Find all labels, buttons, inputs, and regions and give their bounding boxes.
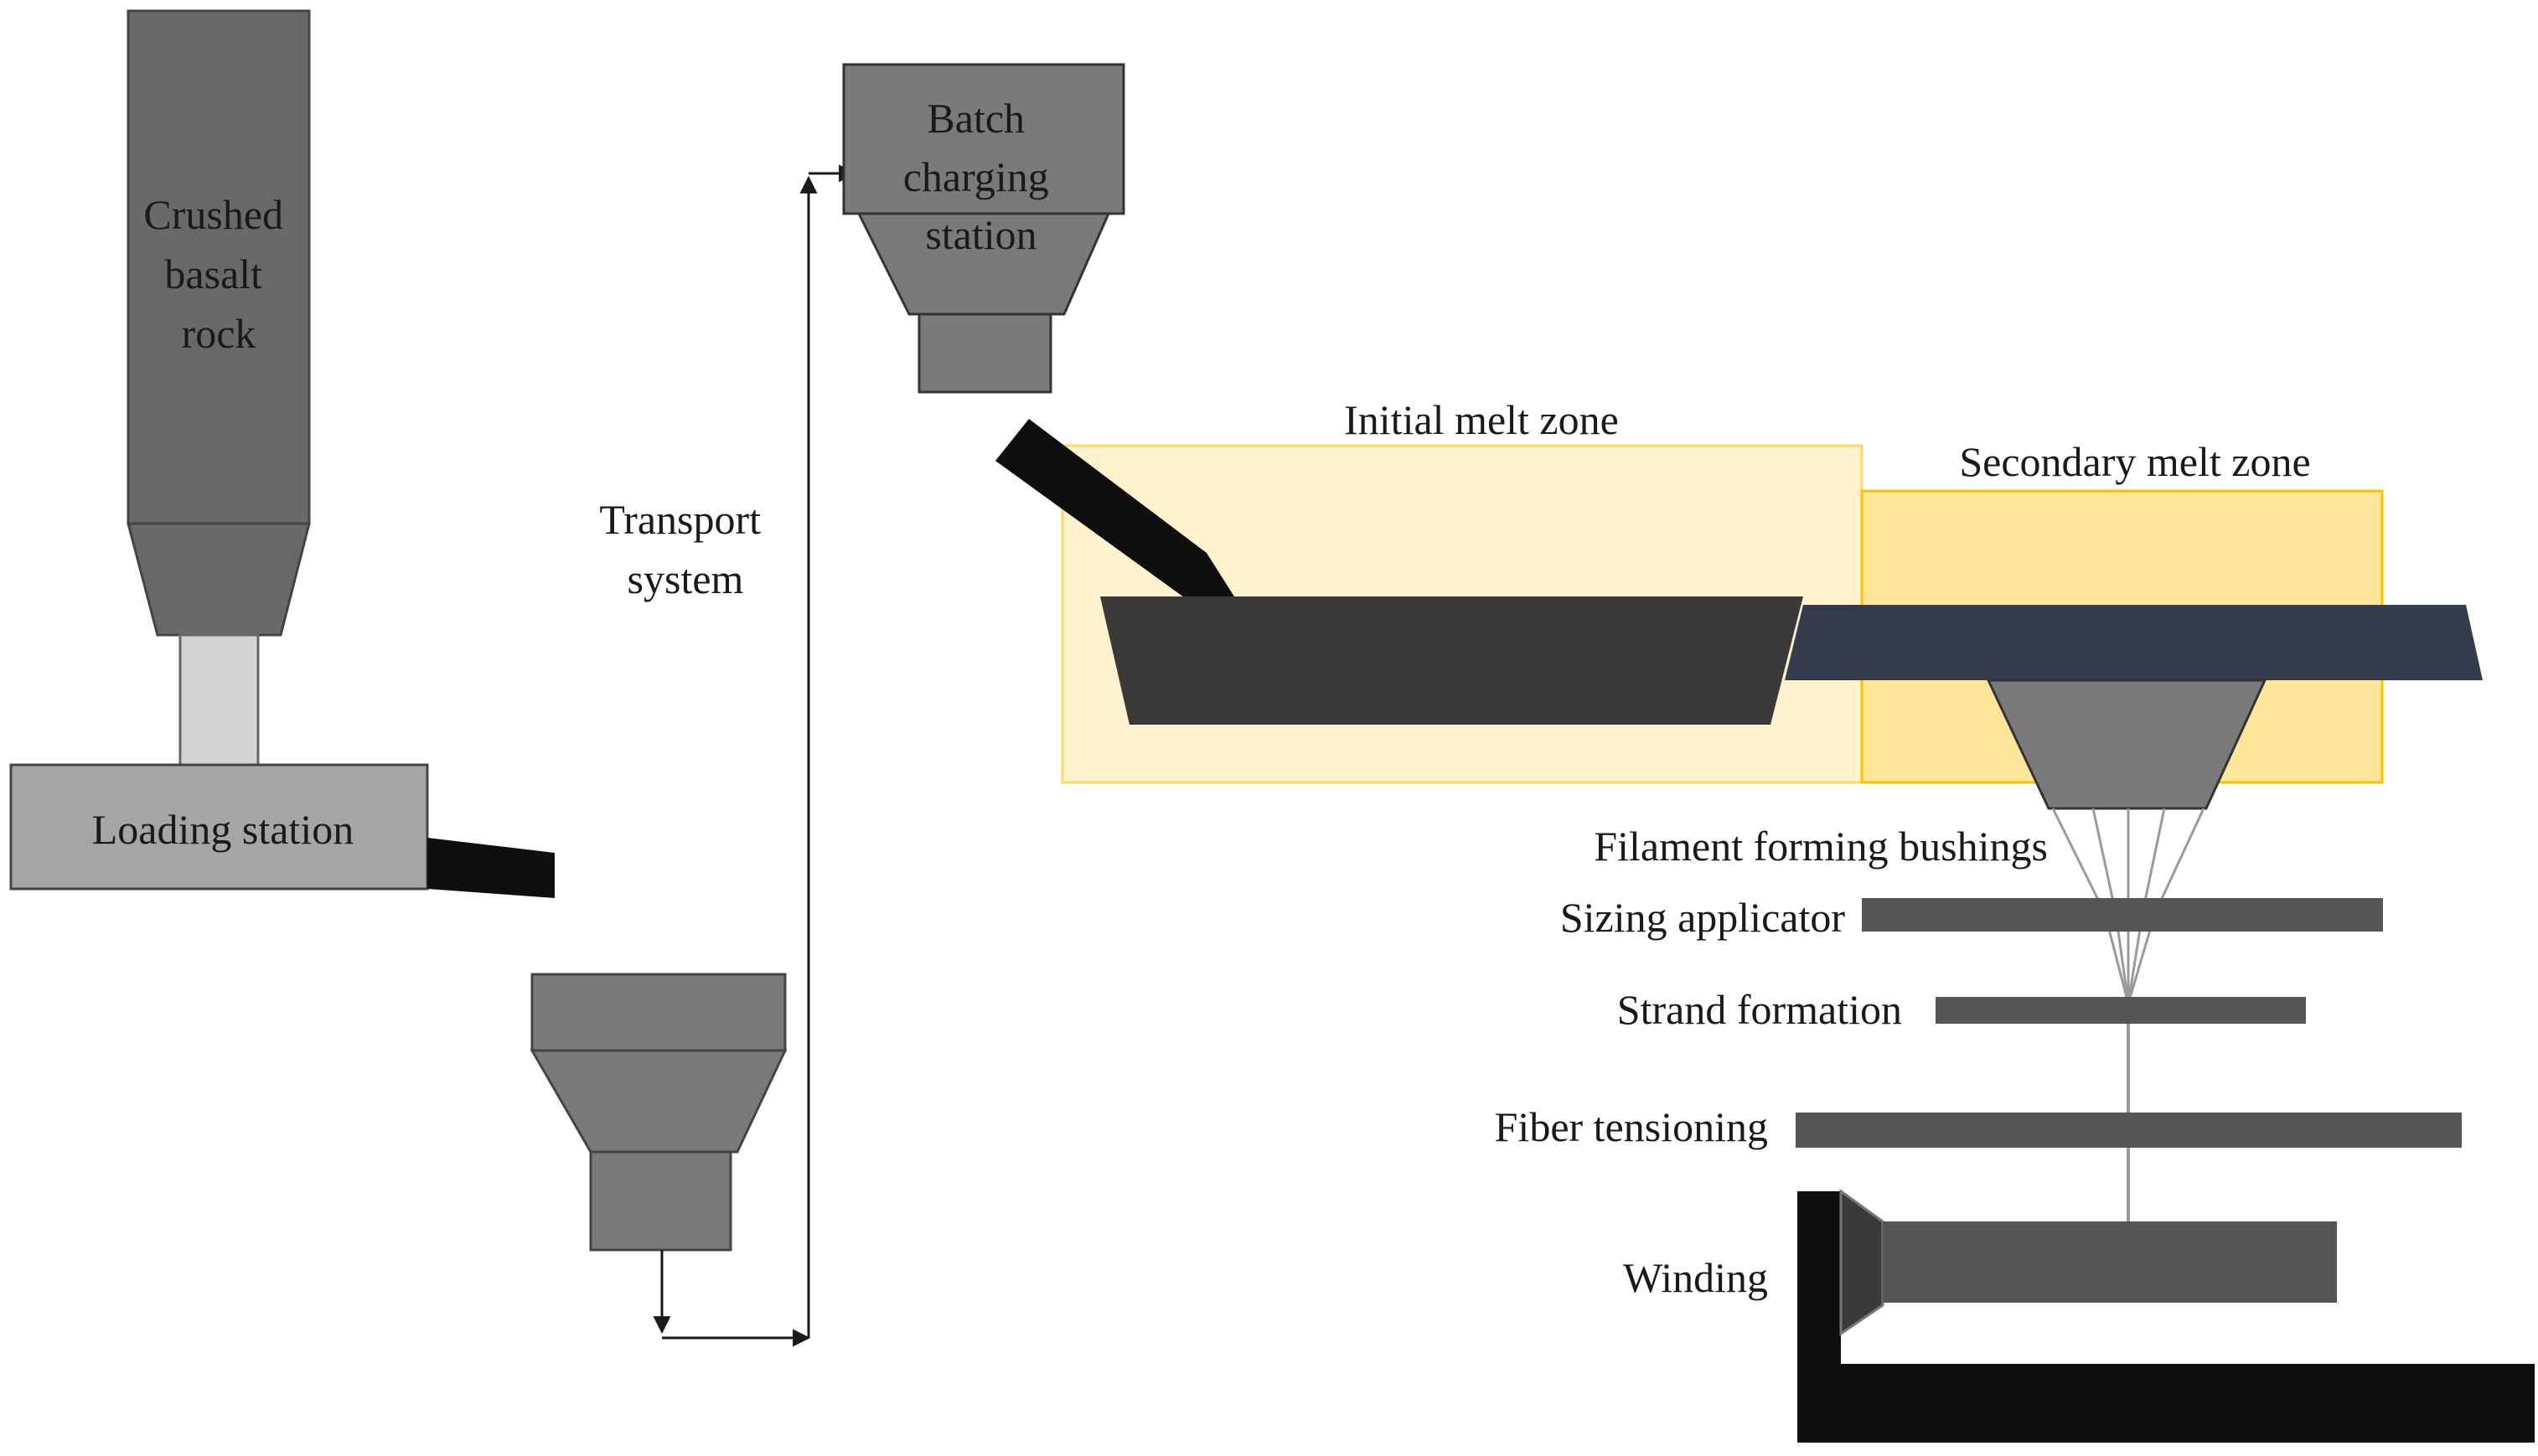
filament-line [2051, 808, 2106, 914]
filament-line [2091, 808, 2117, 914]
winding-frame [1797, 1191, 2535, 1443]
winding-chuck [1839, 1189, 1884, 1336]
sizing-applicator-bar [1862, 898, 2383, 932]
crushed-rock-silo [127, 9, 311, 525]
loading-station-outlet [427, 838, 555, 898]
secondary-melt-channel [1785, 605, 2483, 680]
filament-line [2141, 808, 2166, 914]
loading-station-label: Loading station [92, 806, 354, 853]
winding-label: Winding [1623, 1254, 1768, 1301]
fiber-tensioning-label: Fiber tensioning [1495, 1103, 1768, 1150]
sizing-applicator-label: Sizing applicator [1560, 894, 1846, 941]
filament-forming-bushings-label: Filament forming bushings [1594, 823, 2048, 870]
strand-formation-bar [1936, 997, 2306, 1024]
batch-charging-funnel [856, 212, 1111, 316]
transport-hopper-top [530, 973, 787, 1052]
transport-hopper-funnel [530, 1049, 788, 1154]
filaments [2051, 808, 2205, 1223]
loading-station [9, 763, 429, 891]
initial-melt-zone-label: Initial melt zone [1344, 396, 1619, 443]
transport-hopper-outlet [589, 1150, 732, 1252]
strand-formation-label: Strand formation [1617, 986, 1902, 1033]
furnace-feed-chute [995, 419, 1234, 602]
batch-charging-label: Batch charging station [903, 95, 1060, 258]
crushed-rock-label: Crushed basalt rock [143, 191, 293, 357]
batch-charging-outlet [918, 312, 1052, 394]
silo-hopper [127, 522, 311, 637]
fiber-tensioning-bar [1796, 1113, 2462, 1148]
filament-line [2153, 808, 2205, 914]
filament-forming-bushing [1986, 679, 2267, 810]
winding-spool [1883, 1221, 2337, 1303]
initial-melt-furnace [1100, 596, 1803, 725]
secondary-melt-zone-label: Secondary melt zone [1959, 438, 2310, 485]
transport-system-label: Transport system [599, 496, 771, 602]
batch-charging-station [842, 63, 1125, 215]
silo-feed-chute [178, 633, 260, 767]
